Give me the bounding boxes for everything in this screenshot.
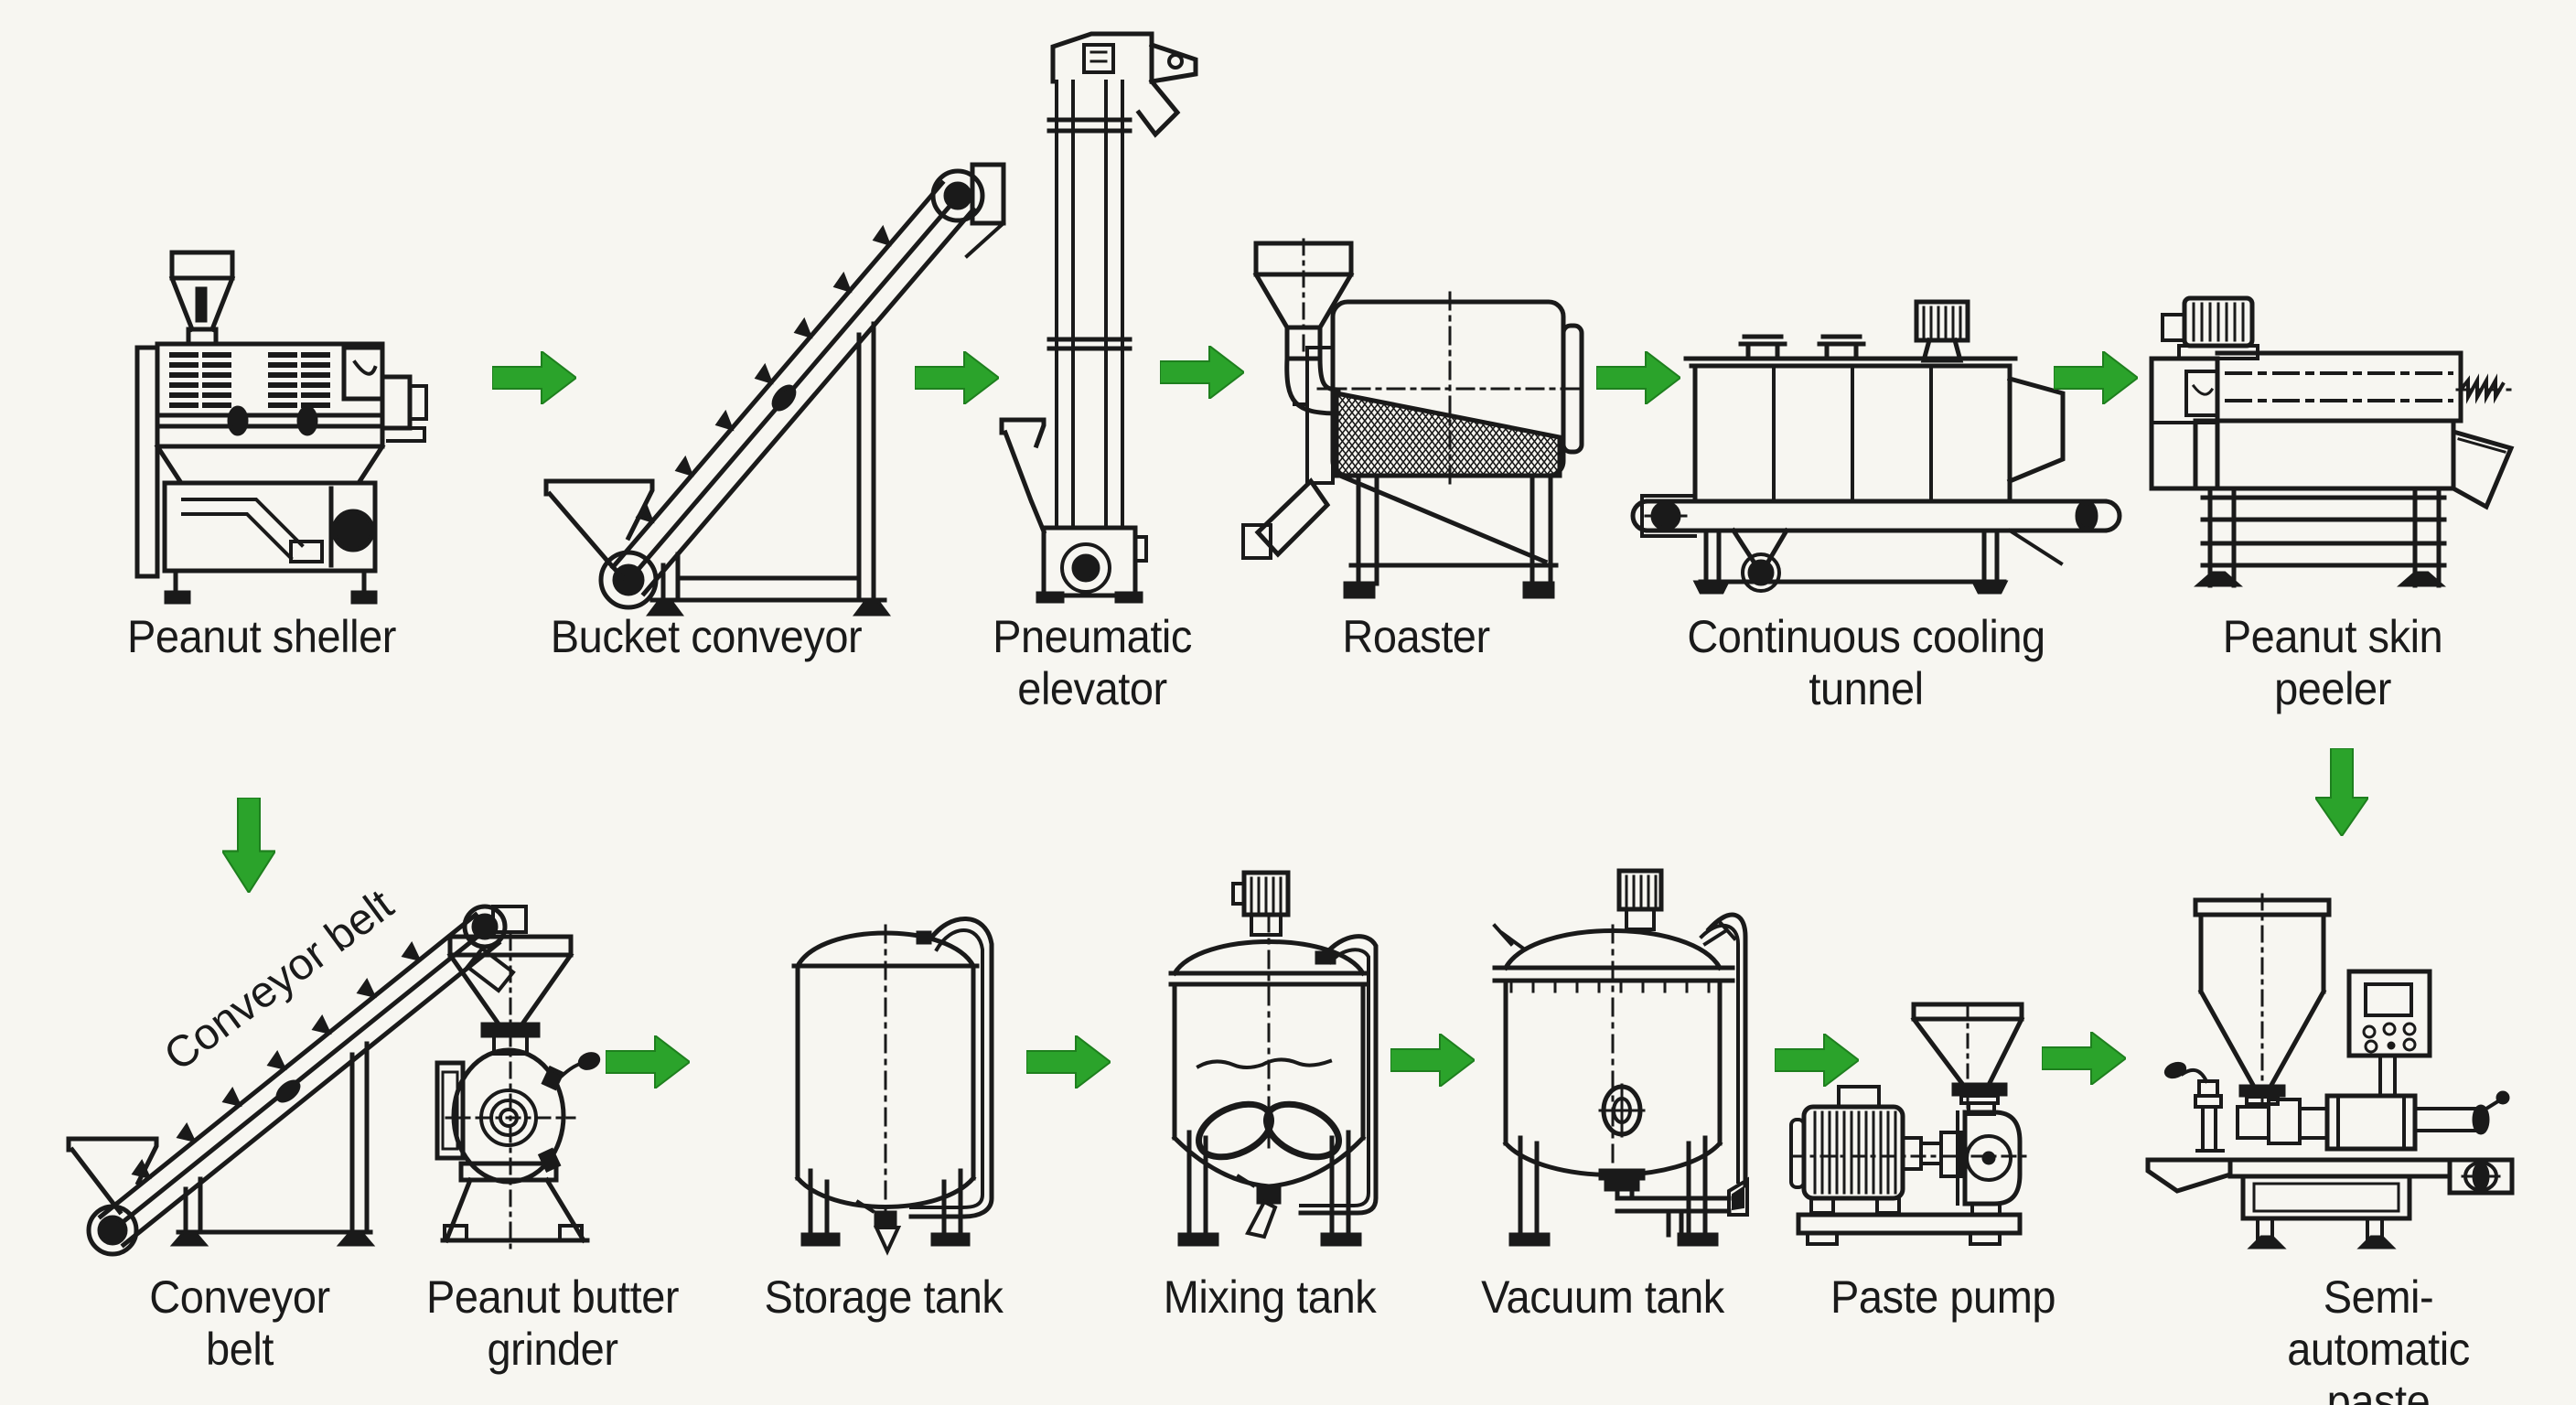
caption-vacuum-tank: Vacuum tank (1481, 1271, 1724, 1323)
caption-storage-tank: Storage tank (764, 1271, 1004, 1323)
caption-conveyor-belt: Conveyor belt (149, 1271, 330, 1375)
caption-pneumatic-elevator: Pneumatic elevator (993, 611, 1192, 714)
mixing-tank-illustration (1145, 870, 1394, 1249)
peanut-sheller-illustration (128, 240, 439, 605)
flow-arrow-right-2 (915, 351, 999, 404)
flow-arrow-down-right-column (2315, 748, 2368, 836)
flow-arrow-right-9 (1775, 1034, 1859, 1087)
conveyor-belt-drawing (66, 904, 528, 1257)
paste-pump-drawing (1789, 1002, 2029, 1246)
caption-filling-machine: Semi-automatic paste filling machine (2287, 1271, 2470, 1405)
caption-roaster: Roaster (1342, 611, 1490, 662)
peanut-skin-peeler-drawing (2149, 295, 2515, 588)
peanut-butter-grinder-illustration (435, 933, 606, 1250)
paste-pump-illustration (1789, 1002, 2029, 1249)
caption-mixing-tank: Mixing tank (1163, 1271, 1377, 1323)
caption-paste-pump: Paste pump (1830, 1271, 2056, 1323)
caption-peanut-butter-grinder: Peanut butter grinder (425, 1271, 680, 1375)
storage-tank-drawing (791, 917, 994, 1256)
bucket-conveyor-illustration (543, 128, 1006, 631)
caption-bucket-conveyor: Bucket conveyor (550, 611, 863, 662)
conveyor-belt-illustration (66, 864, 558, 1257)
peanut-sheller-drawing (134, 250, 428, 605)
flow-arrow-right-10 (2042, 1032, 2126, 1085)
flow-arrow-right-1 (492, 351, 576, 404)
pneumatic-elevator-illustration (999, 31, 1217, 604)
storage-tank-illustration (706, 907, 1008, 1256)
pneumatic-elevator-drawing (999, 31, 1198, 604)
mixing-tank-drawing (1168, 870, 1379, 1247)
caption-peanut-skin-peeler: Peanut skin peeler (2222, 611, 2443, 714)
flow-arrow-right-3 (1160, 346, 1244, 399)
vacuum-tank-drawing (1492, 868, 1749, 1247)
cooling-tunnel-drawing (1630, 299, 2122, 595)
vacuum-tank-illustration (1480, 868, 1749, 1249)
roaster-illustration (1230, 238, 1584, 599)
caption-cooling-tunnel: Continuous cooling tunnel (1687, 611, 2045, 714)
roaster-drawing (1241, 238, 1584, 599)
filling-machine-illustration (2142, 889, 2515, 1249)
caption-peanut-sheller: Peanut sheller (127, 611, 396, 662)
filling-machine-drawing (2145, 893, 2515, 1249)
flow-arrow-right-7 (1026, 1035, 1111, 1089)
flow-arrow-right-5 (2054, 351, 2138, 404)
cooling-tunnel-illustration (1630, 299, 2122, 596)
peanut-skin-peeler-illustration (2149, 295, 2515, 599)
peanut-butter-grinder-drawing (435, 933, 601, 1250)
flow-arrow-down-left-column (222, 798, 275, 893)
bucket-conveyor-drawing (543, 162, 1006, 617)
flow-arrow-right-8 (1390, 1034, 1475, 1087)
flow-arrow-right-6 (606, 1035, 690, 1089)
flow-arrow-right-4 (1596, 351, 1680, 404)
